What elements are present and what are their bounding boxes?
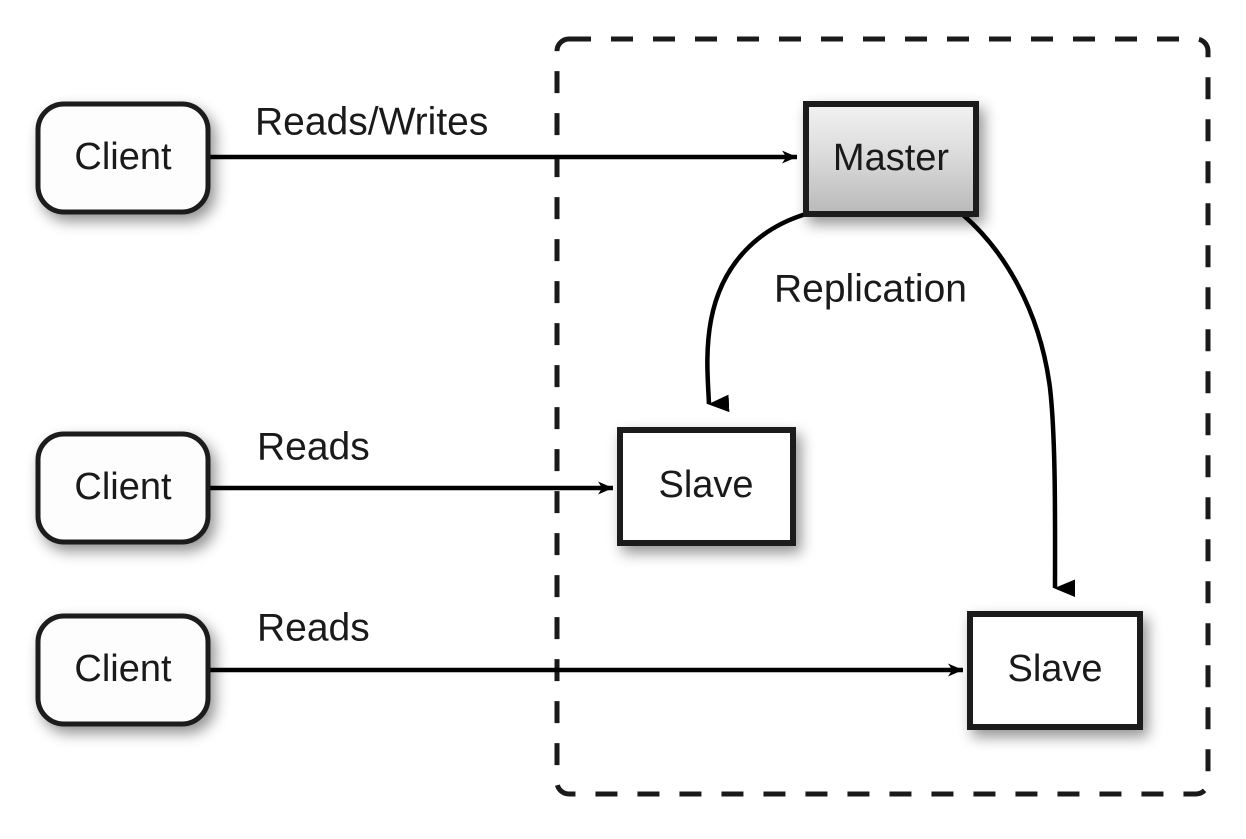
edge-label-reads-writes: Reads/Writes [255, 100, 488, 143]
node-client-middle[interactable]: Client [35, 431, 211, 545]
edge-label-reads-bottom: Reads [257, 606, 370, 649]
edge-label-reads-middle: Reads [257, 425, 370, 468]
node-slave-middle[interactable]: Slave [617, 427, 796, 546]
slave-bottom-shape [967, 611, 1143, 730]
node-master[interactable]: Master [803, 101, 979, 217]
database-cluster-boundary [554, 36, 1211, 797]
node-client-bottom[interactable]: Client [35, 613, 211, 727]
slave-middle-label: Slave [658, 464, 753, 506]
master-shape [803, 101, 979, 217]
slave-bottom-label: Slave [1007, 648, 1102, 690]
client-top-label: Client [74, 136, 172, 178]
edge-master-slave-middle-curve [705, 211, 807, 413]
edge-label-replication: Replication [774, 267, 967, 310]
master-label: Master [833, 137, 949, 179]
client-top-shape [35, 101, 211, 215]
client-middle-shape [35, 431, 211, 545]
node-slave-bottom[interactable]: Slave [967, 611, 1143, 730]
edge-master-slave-bottom-curve [960, 212, 1076, 598]
client-bottom-shape [35, 613, 211, 727]
client-bottom-label: Client [74, 648, 172, 690]
node-client-top[interactable]: Client [35, 101, 211, 215]
client-middle-label: Client [74, 466, 172, 508]
slave-middle-shape [617, 427, 796, 546]
